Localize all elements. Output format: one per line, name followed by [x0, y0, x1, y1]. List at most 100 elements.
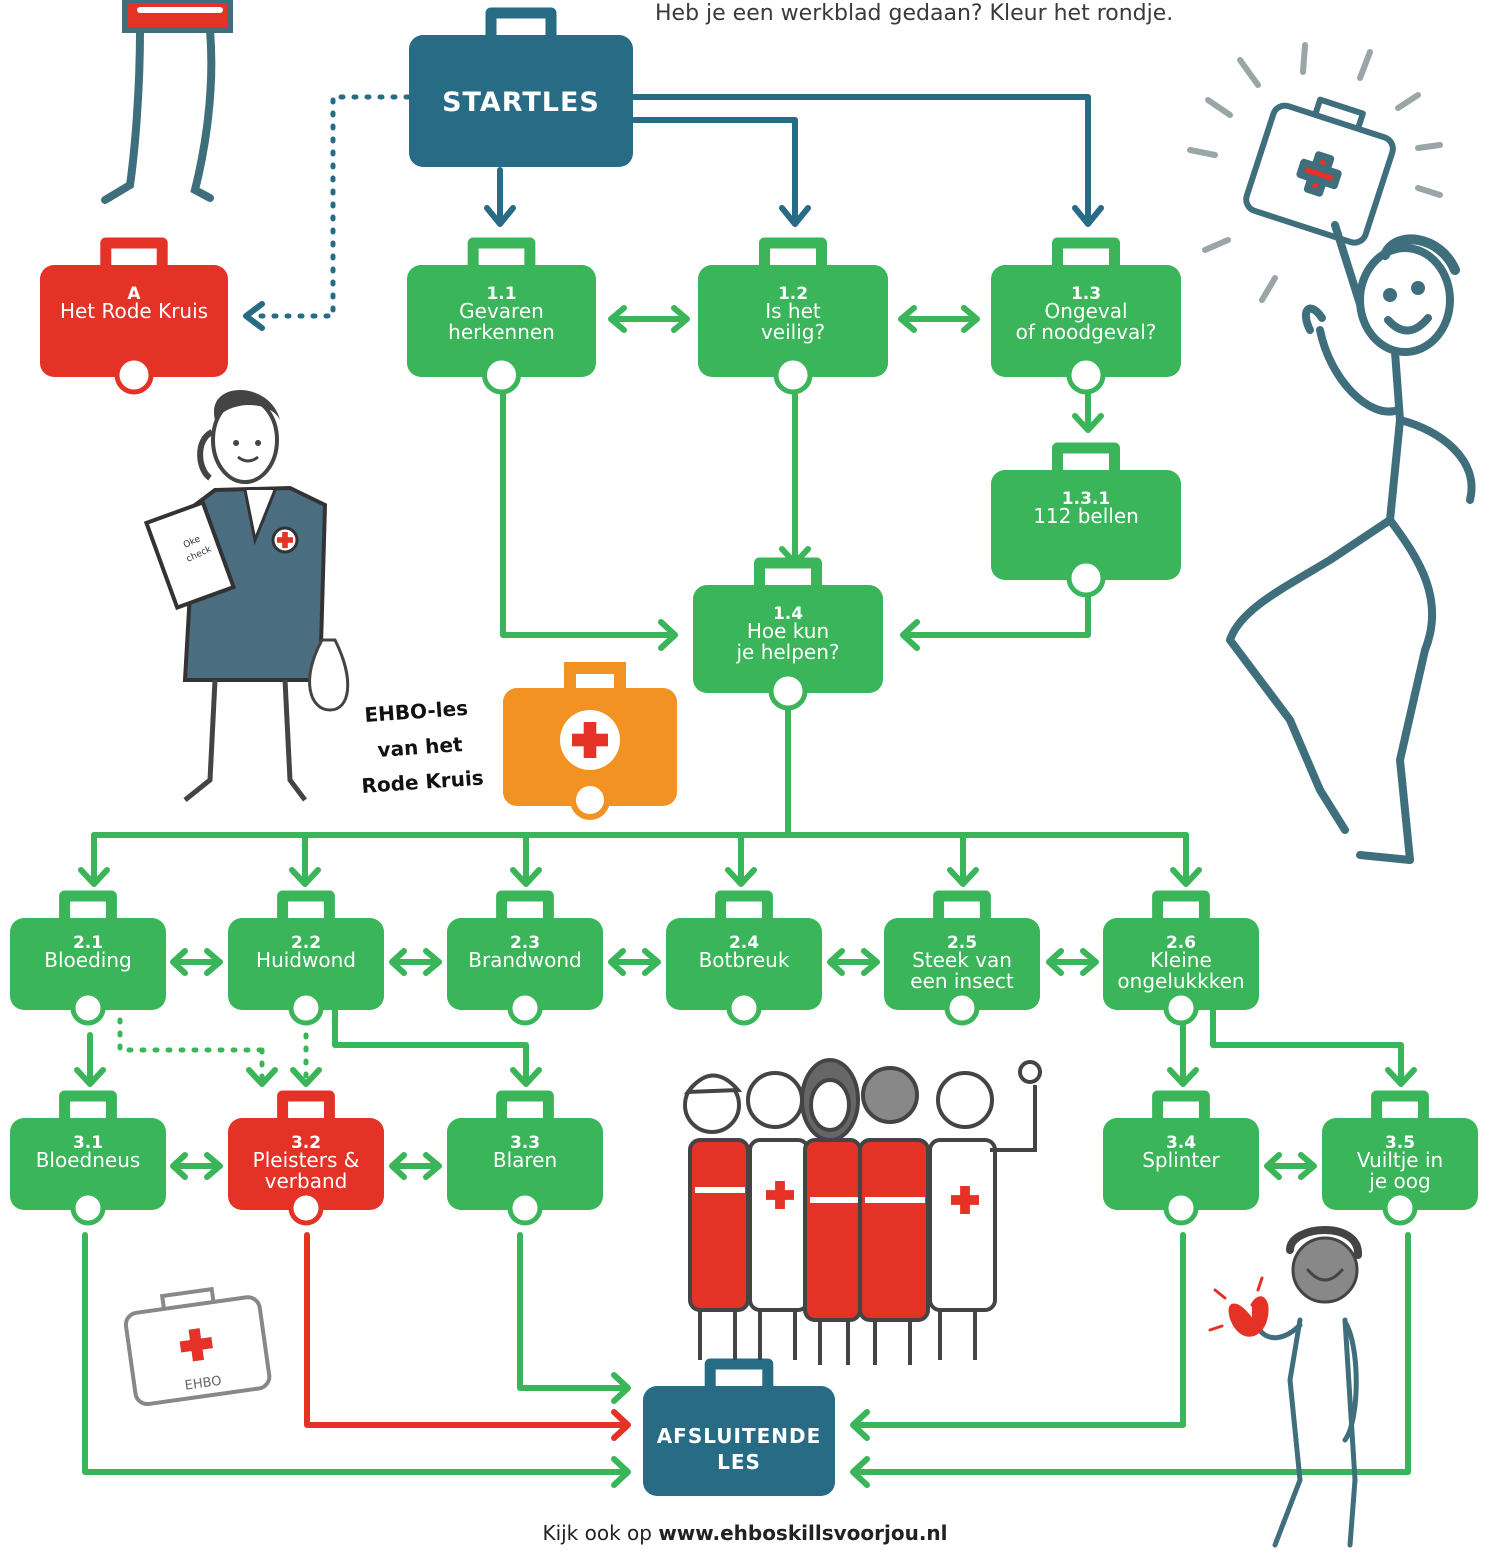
ehbo-les-label-2: van het	[377, 732, 464, 762]
kit-label-line: Pleisters &	[253, 1148, 360, 1172]
completion-circle[interactable]	[70, 1190, 106, 1226]
kit-label-line: Blaren	[493, 1148, 557, 1172]
connector-startles-1-2	[631, 117, 798, 225]
connector-1-3-1-1-4	[902, 587, 1091, 638]
kit-body	[693, 585, 883, 693]
connector-3-3-end	[517, 1232, 629, 1391]
kit-startles[interactable]: STARTLES	[409, 7, 633, 167]
kit-handle	[1152, 890, 1210, 922]
volunteer-illustration: Oke check	[143, 390, 350, 802]
footer-text: Kijk ook op www.ehboskillsvoorjou.nl	[542, 1521, 947, 1545]
completion-circle[interactable]	[114, 355, 154, 395]
kit-number: 3.5	[1385, 1133, 1415, 1153]
kit-body	[407, 265, 596, 377]
kit-body	[666, 918, 822, 1010]
kit-handle	[100, 237, 168, 269]
footer-website-link[interactable]: www.ehboskillsvoorjou.nl	[658, 1521, 947, 1545]
completion-circle[interactable]	[507, 990, 543, 1026]
connector-2-2-3-3	[332, 1007, 529, 1085]
kit-label-line: veilig?	[761, 320, 825, 344]
kit-label-line: Steek van	[912, 948, 1012, 972]
kit-handle	[467, 237, 536, 269]
kit-label-line: Bloedneus	[36, 1148, 141, 1172]
completion-circle[interactable]	[1163, 1190, 1199, 1226]
kit-label-line: Is het	[765, 299, 821, 323]
kit-label-line: Het Rode Kruis	[60, 299, 208, 323]
kit-label-line: Gevaren	[459, 299, 544, 323]
kit-label-line: Ongeval	[1044, 299, 1127, 323]
kit-number: 3.3	[510, 1133, 540, 1153]
completion-circle[interactable]	[288, 990, 324, 1026]
kit-label-line: een insect	[910, 969, 1014, 993]
completion-circle[interactable]	[1382, 1190, 1418, 1226]
kit-label-line: Kleine	[1150, 948, 1212, 972]
kit-handle	[485, 7, 557, 39]
completion-circle[interactable]	[944, 990, 980, 1026]
kit-body	[228, 1118, 384, 1210]
kit-label-line: Brandwond	[468, 948, 582, 972]
kit-handle	[715, 890, 773, 922]
connector-3-2-end	[304, 1232, 629, 1428]
completion-circle[interactable]	[1066, 558, 1106, 598]
volunteers-group-illustration	[683, 1058, 1042, 1365]
kit-body	[1103, 918, 1259, 1010]
completion-circle[interactable]	[288, 1190, 324, 1226]
kit-number: 1.4	[773, 604, 803, 624]
completion-circle[interactable]	[768, 671, 808, 711]
completion-circle[interactable]	[482, 355, 521, 395]
kit-label-line: Vuiltje in	[1357, 1148, 1443, 1172]
kit-body	[10, 918, 166, 1010]
kit-number: 3.4	[1166, 1133, 1196, 1153]
kit-body	[1103, 1118, 1259, 1210]
kit-body	[447, 1118, 603, 1210]
completion-circle[interactable]	[726, 990, 762, 1026]
completion-circle[interactable]	[507, 1190, 543, 1226]
kit-number: 1.1	[486, 284, 516, 304]
kit-number: A	[127, 284, 141, 304]
kit-title-line: LES	[717, 1450, 761, 1474]
completion-circle[interactable]	[1163, 990, 1199, 1026]
footer-prefix: Kijk ook op	[542, 1521, 658, 1545]
kit-handle	[1052, 442, 1120, 474]
connectors	[74, 94, 1417, 1488]
stick-figure-legs-illustration	[101, 0, 233, 204]
completion-circle[interactable]	[70, 990, 106, 1026]
connector-2-6-3-5	[1210, 1007, 1404, 1085]
kit-handle	[933, 890, 991, 922]
kit-handle	[277, 890, 335, 922]
kit-label-line: Huidwond	[256, 948, 356, 972]
completion-circle[interactable]	[773, 355, 813, 395]
kit-label-line: Hoe kun	[747, 619, 829, 643]
kit-handle	[759, 237, 827, 269]
connector-3-5-end	[852, 1232, 1411, 1475]
person-with-heart-illustration	[1208, 1226, 1362, 1548]
kit-label-line: je helpen?	[735, 640, 839, 664]
kit-number: 2.1	[73, 933, 103, 953]
completion-circle[interactable]	[1066, 355, 1106, 395]
kit-body	[409, 35, 633, 167]
ehbo-les-label-3: Rode Kruis	[361, 766, 485, 798]
kit-handle	[496, 890, 554, 922]
kit-label-line: ongelukkken	[1117, 969, 1244, 993]
kit-body	[698, 265, 888, 377]
orange-first-aid-kit-icon	[503, 662, 677, 820]
kit-body	[643, 1386, 835, 1496]
